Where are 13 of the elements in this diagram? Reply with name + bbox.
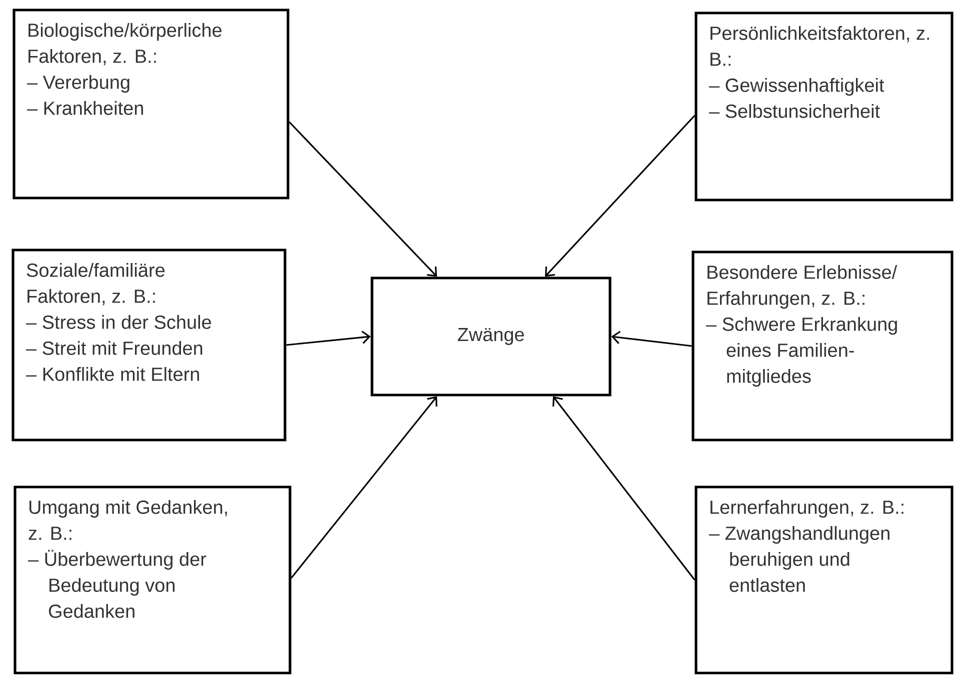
arrow (545, 114, 696, 277)
center-box: Zwänge (370, 276, 612, 396)
arrow (286, 330, 371, 346)
arrow (290, 396, 438, 578)
arrow (288, 121, 437, 277)
arrow (611, 330, 692, 347)
factor-box: Besondere Erlebnisse/ Erfahrungen, z. B.: – Schwere Erkrankung eines Familien- mitgliedes (692, 250, 954, 442)
factor-box: Umgang mit Gedanken, z. B.: – Überbewertung der Bedeutung von Gedanken (14, 486, 292, 674)
factor-box: Soziale/familiäre Faktoren, z. B.: – Stress in der Schule – Streit mit Freunden – Konflikte mit Eltern (12, 248, 286, 442)
arrow (552, 396, 696, 580)
factor-box: Biologische/körperliche Faktoren, z. B.: – Vererbung – Krankheiten (12, 8, 290, 200)
factor-box: Persönlichkeitsfaktoren, z. B.: – Gewissenhaftigkeit – Selbstunsicherheit (694, 12, 954, 202)
factor-box: Lernerfahrungen, z. B.: – Zwangshandlungen beruhigen und entlasten (694, 486, 954, 674)
